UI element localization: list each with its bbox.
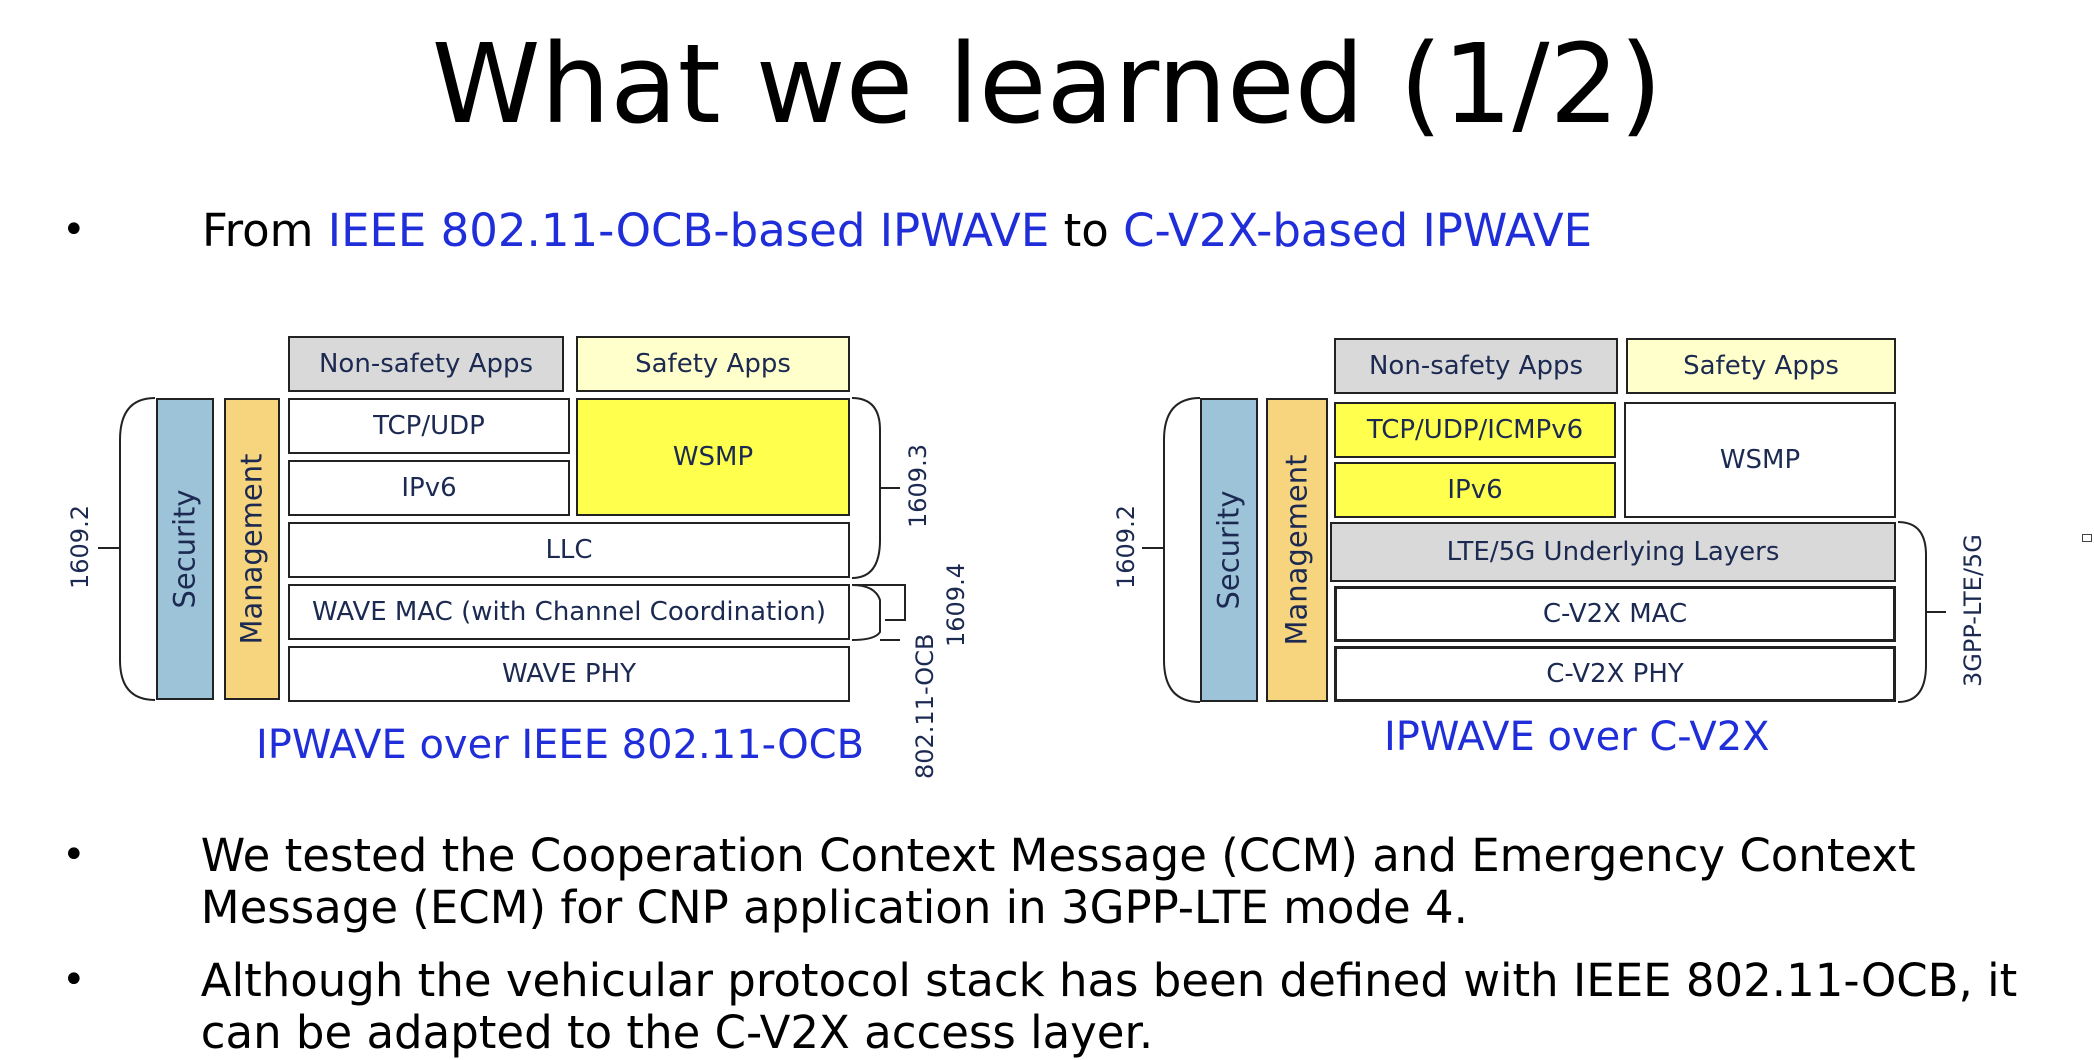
bullet-dot: • — [62, 957, 86, 1003]
left-tcp-udp: TCP/UDP — [288, 398, 570, 454]
left-wave-mac: WAVE MAC (with Channel Coordination) — [288, 584, 850, 640]
left-ipv6: IPv6 — [288, 460, 570, 516]
bullet-dot: • — [62, 207, 86, 253]
bullet-dot: • — [62, 832, 86, 878]
right-ipv6: IPv6 — [1334, 462, 1616, 518]
right-cv2x-mac: C-V2X MAC — [1334, 586, 1896, 642]
bullet-1-link-cv2x: C-V2X-based IPWAVE — [1123, 204, 1593, 257]
left-wsmp: WSMP — [576, 398, 850, 516]
bullet-1: • From IEEE 802.11-OCB-based IPWAVE to C… — [62, 205, 1592, 257]
left-safety-apps: Safety Apps — [576, 336, 850, 392]
left-management-block: Management — [224, 398, 280, 700]
right-wsmp: WSMP — [1624, 402, 1896, 518]
bullet-3: • Although the vehicular protocol stack … — [62, 955, 2052, 1059]
right-caption: IPWAVE over C-V2X — [1384, 714, 1770, 760]
bullet-2-text: We tested the Cooperation Context Messag… — [200, 829, 1916, 934]
bullet-3-text: Although the vehicular protocol stack ha… — [200, 954, 2018, 1059]
right-label-1609-2: 1609.2 — [1112, 505, 1140, 589]
bullet-2: • We tested the Cooperation Context Mess… — [62, 830, 2052, 934]
left-wave-phy: WAVE PHY — [288, 646, 850, 702]
right-safety-apps: Safety Apps — [1626, 338, 1896, 394]
slide-title: What we learned (1/2) — [431, 20, 1663, 148]
right-tcp-udp-icmpv6: TCP/UDP/ICMPv6 — [1334, 402, 1616, 458]
bullet-1-middle: to — [1049, 204, 1124, 257]
right-lte-5g-layers: LTE/5G Underlying Layers — [1330, 522, 1896, 582]
right-non-safety-apps: Non-safety Apps — [1334, 338, 1618, 394]
left-llc: LLC — [288, 522, 850, 578]
left-non-safety-apps: Non-safety Apps — [288, 336, 564, 392]
right-label-3gpp-lte-5g: 3GPP-LTE/5G — [1959, 534, 1987, 687]
right-security-label: Security — [1212, 490, 1246, 610]
right-security-block: Security — [1200, 398, 1258, 702]
right-management-block: Management — [1266, 398, 1328, 702]
bullet-1-prefix: From — [202, 204, 328, 257]
bullet-1-link-ocb: IEEE 802.11-OCB-based IPWAVE — [327, 204, 1050, 257]
right-management-label: Management — [1280, 454, 1315, 646]
right-cv2x-phy: C-V2X PHY — [1334, 646, 1896, 702]
edge-marker — [2082, 534, 2092, 542]
left-security-block: Security — [156, 398, 214, 700]
left-caption: IPWAVE over IEEE 802.11-OCB — [256, 722, 865, 768]
